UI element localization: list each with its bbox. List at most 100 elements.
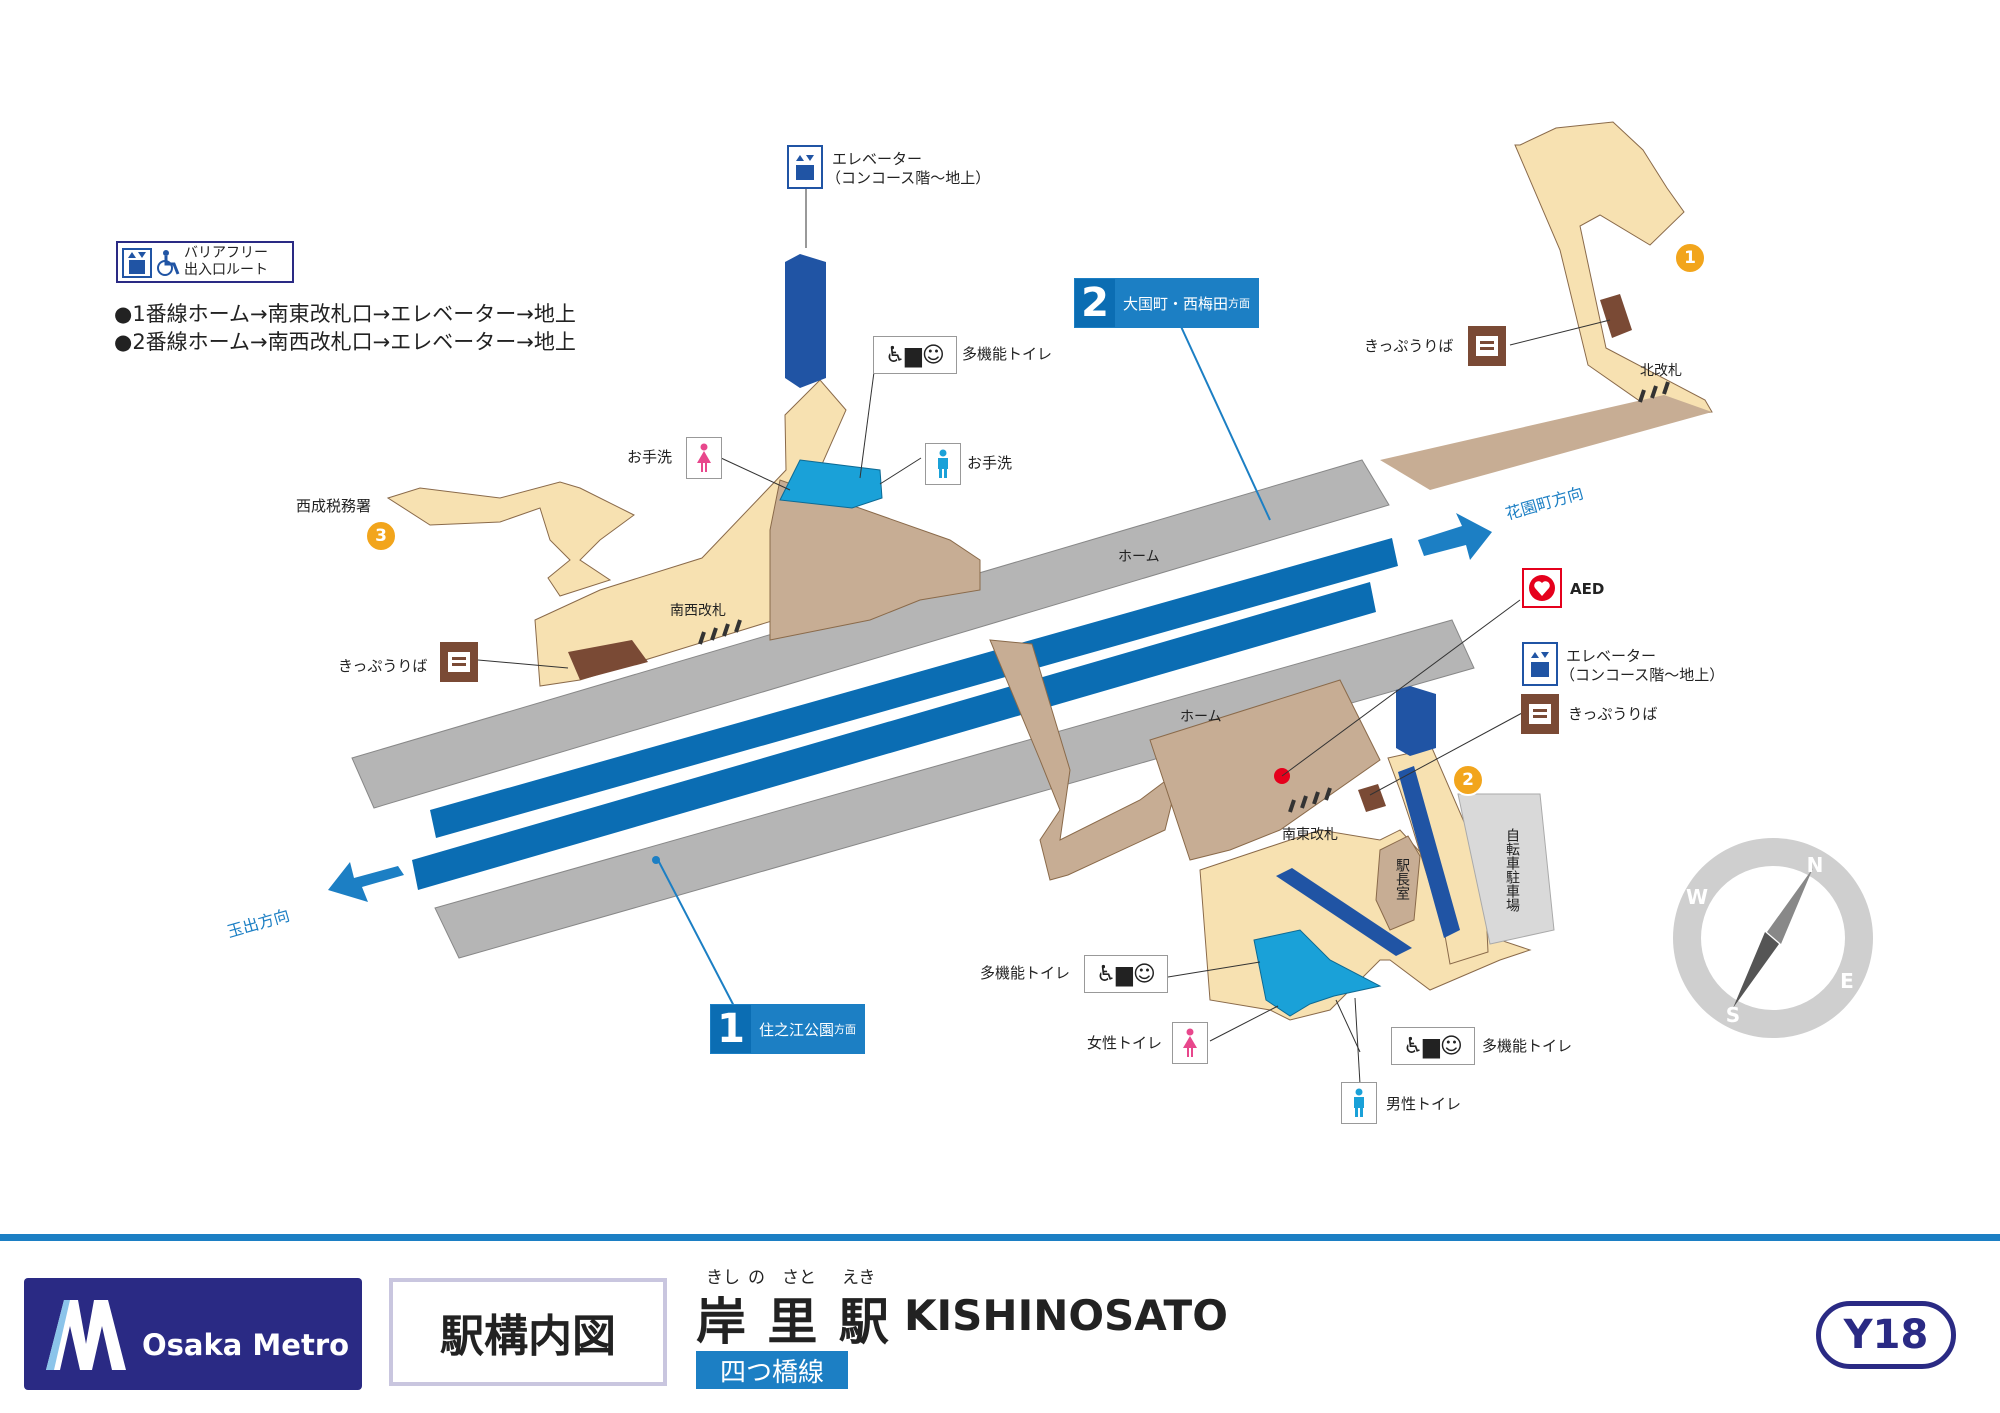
ticket-top-right-label: きっぷうりば: [1364, 337, 1454, 355]
gate-marks: [698, 381, 1670, 813]
platform-upper: [351, 459, 1390, 809]
ticket-machine-icon: [1476, 336, 1498, 356]
washroom-right-label: お手洗: [967, 454, 1013, 472]
men-toilet-label: 男性トイレ: [1386, 1095, 1462, 1113]
women-toilet-sign: [1172, 1022, 1208, 1064]
elevator-icon: [796, 155, 814, 180]
compass-letter-e: E: [1840, 969, 1854, 993]
platform1-text: 住之江公園方面: [759, 1020, 857, 1039]
north-gate-label: 北改札: [1640, 363, 1682, 379]
route-1: ●1番線ホーム→南東改札口→エレベーター→地上: [114, 302, 576, 326]
aed-sign: [1522, 568, 1562, 608]
bicycle-parking-label: 自転車駐車場: [1504, 828, 1520, 912]
men-icon: [938, 449, 948, 478]
southeast-concourse-top: [1149, 679, 1381, 861]
elevator-top-sub: （コンコース階～地上）: [826, 169, 991, 187]
ticket-sign-left: [440, 642, 478, 682]
station-code: Y18: [1816, 1301, 1956, 1369]
ticket-machine-southwest: [568, 640, 648, 680]
ticket-left-label: きっぷうりば: [338, 657, 428, 675]
ticket-sign-right: [1521, 694, 1559, 734]
multi-toilet-sign-top: ♿ ▆ ☺: [873, 336, 957, 374]
legend-title: バリアフリー 出入口ルート: [184, 245, 268, 278]
platform1-number: 1: [711, 1005, 751, 1053]
toilet-area-southeast: [1253, 929, 1382, 1017]
multi-toilet-left-label: 多機能トイレ: [980, 964, 1071, 982]
platform2-direction: 2 大国町・西梅田方面: [1074, 278, 1260, 328]
arrow-tamade: [328, 862, 404, 902]
ostomate-icon: ▆: [1115, 961, 1133, 987]
compass-letter-s: S: [1726, 1003, 1740, 1027]
exit-1-marker: 1: [1674, 242, 1706, 274]
women-toilet-label: 女性トイレ: [1087, 1034, 1163, 1052]
leader-lines: [477, 180, 1611, 1085]
southwest-gate-label: 南西改札: [670, 603, 726, 619]
elevator-right-sub: （コンコース階～地上）: [1560, 666, 1725, 684]
barrier-free-legend: バリアフリー 出入口ルート: [116, 241, 294, 283]
wheelchair-icon: ♿: [1096, 961, 1116, 987]
elevator-icon: [122, 248, 152, 278]
footer-divider: [0, 1234, 2000, 1241]
exit3-stair: [386, 481, 635, 597]
compass-letter-w: W: [1686, 885, 1708, 909]
ostomate-icon: ▆: [1422, 1033, 1440, 1059]
baby-care-icon: ☺: [1439, 1033, 1463, 1059]
line-name: 四つ橋線: [696, 1351, 848, 1389]
wheelchair-icon: ♿: [885, 342, 905, 368]
metro-m-logo-icon: [46, 1300, 126, 1370]
ticket-machine-icon: [1529, 704, 1551, 724]
compass-letter-n: N: [1807, 853, 1824, 877]
elevator-sign-top: [787, 145, 823, 189]
baby-care-icon: ☺: [1132, 961, 1156, 987]
ticket-sign-top-right: [1468, 326, 1506, 366]
platform1-direction: 1 住之江公園方面: [710, 1004, 866, 1054]
platform2-text: 大国町・西梅田方面: [1123, 294, 1251, 313]
stationmaster-label: 駅長室: [1394, 858, 1410, 900]
platform-upper-label: ホーム: [1118, 549, 1160, 565]
map-title: 駅構内図: [389, 1278, 667, 1386]
stationmaster-room: [1375, 835, 1421, 931]
multi-toilet-sign-left: ♿ ▆ ☺: [1084, 955, 1168, 993]
osaka-metro-logo: Osaka Metro: [24, 1278, 362, 1390]
multi-toilet-right-label: 多機能トイレ: [1482, 1037, 1573, 1055]
women-washroom-sign: [686, 437, 722, 479]
platform2-number: 2: [1075, 279, 1115, 327]
platform1-marker-dot: [652, 856, 660, 864]
track-lower: [412, 582, 1376, 890]
baby-care-icon: ☺: [921, 342, 945, 368]
exit-3-marker: 3: [365, 520, 397, 552]
men-icon: [1354, 1088, 1364, 1117]
brand-name: Osaka Metro: [142, 1328, 350, 1362]
ticket-right-label: きっぷうりば: [1568, 705, 1658, 723]
aed-label: AED: [1570, 580, 1605, 598]
washroom-left-label: お手洗: [627, 448, 673, 466]
exit-2-marker: 2: [1452, 764, 1484, 796]
elevator-shaft-right: [1396, 686, 1436, 756]
escalator-1: [1398, 766, 1460, 938]
elevator-top-label: エレベーター: [832, 150, 923, 168]
ticket-machine-icon: [448, 652, 470, 672]
station-name-romaji: KISHINOSATO: [904, 1291, 1228, 1340]
platform-lower: [434, 619, 1475, 959]
station-name-kanji: 岸 里 駅: [696, 1293, 891, 1351]
toilet-area-top: [779, 459, 883, 509]
women-icon: [1183, 1028, 1197, 1057]
women-icon: [697, 443, 711, 472]
ruby-no: の: [748, 1268, 765, 1288]
arrow-hanazonocho: [1418, 513, 1492, 560]
north-exit-stair: [1514, 121, 1713, 419]
elevator-sign-right: [1522, 642, 1558, 686]
tax-office-label: 西成税務署: [296, 497, 372, 515]
men-washroom-sign: [925, 443, 961, 485]
ruby-eki: えき: [842, 1268, 876, 1288]
elevator-shaft-top: [785, 254, 826, 388]
southeast-lower-stair: [989, 639, 1181, 881]
elevator-icon: [1531, 652, 1549, 677]
multi-toilet-sign-right: ♿ ▆ ☺: [1391, 1027, 1475, 1065]
platform-leader-lines: [657, 319, 1271, 1011]
north-corridor: [1380, 395, 1712, 490]
track-upper: [430, 538, 1398, 838]
wheelchair-icon: [157, 250, 180, 276]
ostomate-icon: ▆: [904, 342, 922, 368]
